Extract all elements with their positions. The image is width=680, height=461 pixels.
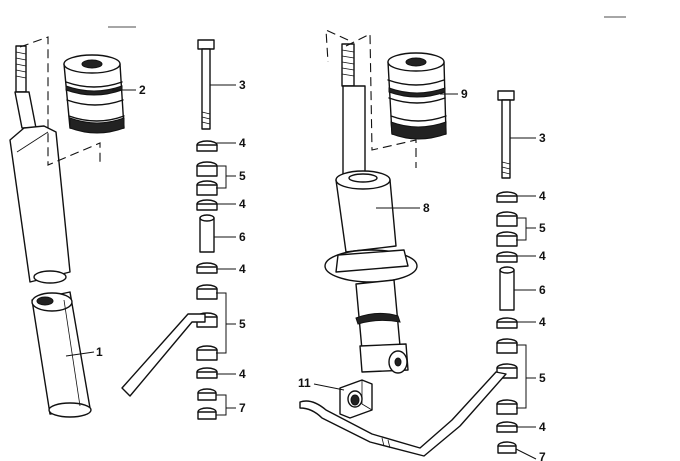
callout-4-left-b: 4 <box>239 197 246 211</box>
stabilizer-bar-marks <box>381 437 391 449</box>
callout-11: 11 <box>298 376 311 390</box>
dismount-line-left <box>19 36 101 166</box>
callout-6-right: 6 <box>539 283 546 297</box>
callout-4-left-c: 4 <box>239 262 246 276</box>
leader-lines <box>65 84 537 460</box>
callout-1: 1 <box>96 345 103 359</box>
callout-6-left: 6 <box>239 230 246 244</box>
callout-4-left-a: 4 <box>239 136 246 150</box>
part-9-bump-stop <box>387 52 447 140</box>
callout-7-left: 7 <box>239 401 246 415</box>
callout-3-right: 3 <box>539 131 546 145</box>
stabilizer-bar-right <box>299 371 507 457</box>
callout-8: 8 <box>423 201 430 215</box>
callout-7-right: 7 <box>539 450 546 461</box>
part-3-bolt-left <box>197 39 215 130</box>
dismount-line-right-2 <box>325 29 349 63</box>
callout-2: 2 <box>139 83 146 97</box>
part-1-shock-absorber <box>9 45 92 418</box>
callout-5-right-b: 5 <box>539 371 546 385</box>
callout-4-right-b: 4 <box>539 249 546 263</box>
stabilizer-bar-left <box>121 313 206 397</box>
callout-4-left-d: 4 <box>239 367 246 381</box>
dismount-line-right <box>345 33 417 168</box>
callout-3-left: 3 <box>239 78 246 92</box>
part-3-bolt-right <box>497 90 515 179</box>
callout-4-right-d: 4 <box>539 420 546 434</box>
part-11-stabilizer-mount <box>339 379 373 419</box>
callout-5-left-b: 5 <box>239 317 246 331</box>
washer-stack-right <box>496 191 518 454</box>
callout-4-right-a: 4 <box>539 189 546 203</box>
callout-5-right-a: 5 <box>539 221 546 235</box>
callout-9: 9 <box>461 87 468 101</box>
callout-4-right-c: 4 <box>539 315 546 329</box>
callout-5-left-a: 5 <box>239 169 246 183</box>
part-2-bump-stop <box>63 54 125 134</box>
part-8-spring-strut <box>324 43 418 374</box>
washer-stack-left <box>196 140 218 420</box>
